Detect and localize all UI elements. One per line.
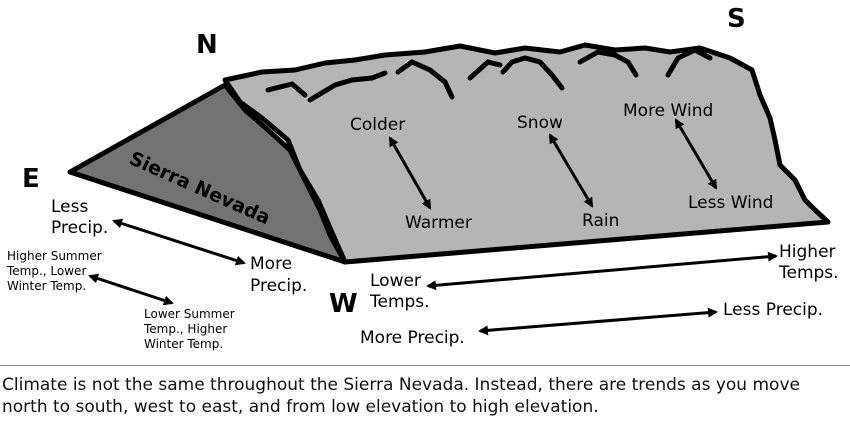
label-less-wind: Less Wind	[688, 193, 773, 213]
direction-east: E	[22, 164, 40, 194]
label-east-higher-summer-temp: Higher Summer Temp., Lower Winter Temp.	[6, 249, 105, 293]
label-west-more-precip: More Precip.	[360, 328, 465, 348]
ridge-peaks	[265, 47, 713, 103]
label-more-wind: More Wind	[623, 101, 713, 121]
arrow-snow-rain	[548, 133, 594, 208]
arrow-east-precip	[112, 218, 246, 266]
direction-north: N	[196, 30, 218, 60]
label-colder: Colder	[350, 115, 405, 135]
figure-caption: Climate is not the same throughout the S…	[2, 375, 800, 417]
caption-divider	[0, 365, 850, 366]
label-west-less-precip: Less Precip.	[723, 300, 823, 320]
sierra-nevada-diagram: Sierra Nevada N S E W Colder Warmer Snow…	[6, 4, 841, 351]
arrow-east-temp	[88, 273, 174, 306]
arrow-west-temp	[426, 251, 778, 291]
label-west-higher-temps: Higher Temps.	[778, 242, 841, 283]
label-west-lower-temps: Lower Temps.	[369, 271, 430, 312]
direction-west: W	[329, 289, 358, 319]
label-east-less-precip: Less Precip.	[51, 197, 108, 238]
direction-south: S	[727, 4, 746, 34]
label-east-more-precip: More Precip.	[250, 254, 307, 296]
label-east-lower-summer-temp: Lower Summer Temp., Higher Winter Temp.	[143, 307, 239, 351]
arrow-colder-warmer	[388, 136, 432, 210]
mountain-east-slope	[67, 82, 348, 265]
label-rain: Rain	[582, 211, 619, 231]
arrow-west-precip	[478, 307, 718, 336]
arrow-wind	[674, 118, 718, 190]
label-warmer: Warmer	[405, 213, 472, 233]
label-snow: Snow	[517, 113, 563, 133]
